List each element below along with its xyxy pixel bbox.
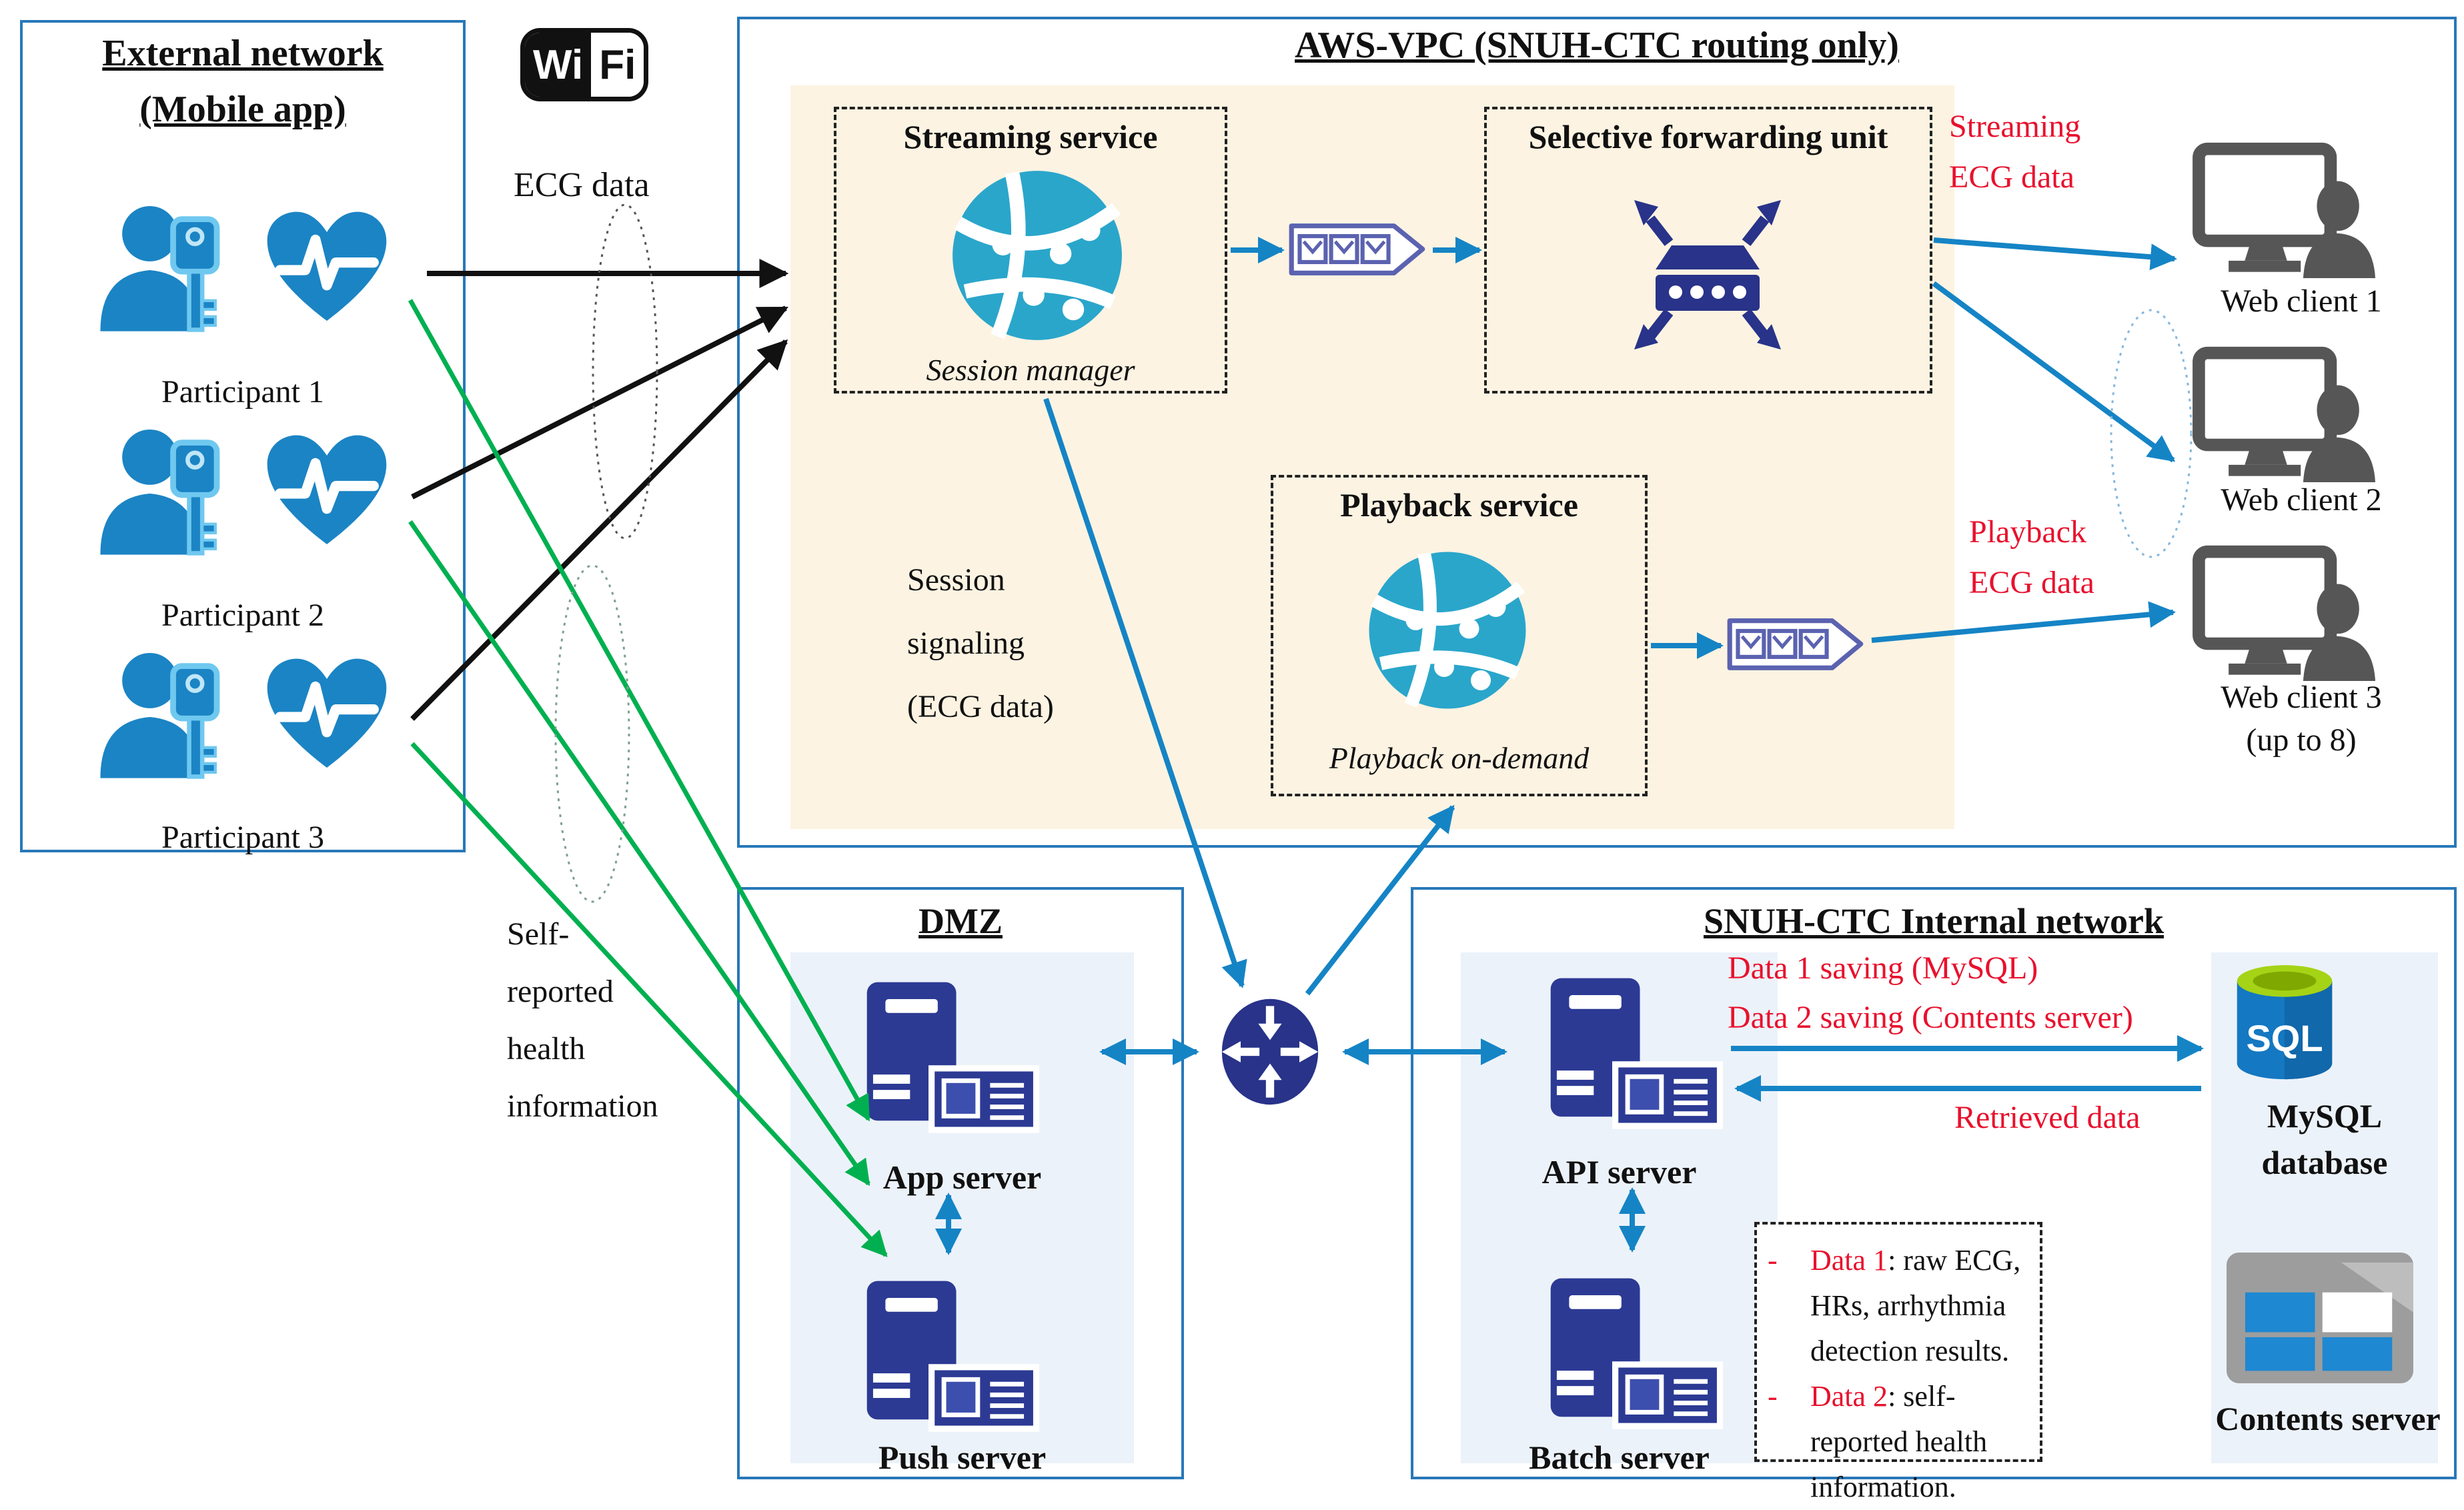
contents-server-label: Contents server: [2215, 1400, 2441, 1437]
person-key-icon: [89, 264, 249, 275]
note-dash: -: [1768, 1380, 1778, 1413]
web-client-1-icon: [2188, 141, 2381, 278]
participant-1-label: Participant 1: [161, 374, 324, 410]
ecg-data-arrows: [410, 259, 789, 721]
wifi-logo-fi: Fi: [591, 33, 644, 97]
streaming-service-title: Streaming service: [903, 118, 1158, 155]
web-client-3-icon: [2188, 544, 2381, 681]
note-item-data1: - Data 1: raw ECG, HRs, arrhythmia detec…: [1768, 1238, 2032, 1374]
note-item-data2: - Data 2: self-reported health informati…: [1768, 1374, 2032, 1510]
mysql-database-icon: SQL: [2221, 958, 2348, 1090]
heart-ecg-icon: [251, 488, 397, 499]
app-server-label: App server: [882, 1159, 1042, 1196]
person-key-icon: [89, 711, 249, 722]
web-client-2-icon: [2188, 345, 2381, 482]
participant-1: [20, 190, 466, 350]
note-box: [1754, 1222, 2042, 1462]
api-server-label: API server: [1542, 1153, 1697, 1191]
note-text: Data 2: self-reported health information…: [1810, 1374, 2032, 1510]
ecg-data-label: ECG data: [514, 166, 650, 204]
sfu-icon: [1621, 187, 1794, 360]
playback-service-box: [1271, 475, 1648, 796]
dmz-title: DMZ: [918, 901, 1003, 941]
heart-ecg-icon: [251, 264, 397, 275]
wifi-logo: Wi Fi: [520, 28, 649, 101]
streaming-ecg-label: Streaming ECG data: [1949, 109, 2081, 195]
push-server-icon: [848, 1267, 1049, 1449]
playback-service-title: Playback service: [1340, 486, 1578, 524]
self-reported-label: Self- reported health information: [507, 916, 658, 1124]
streaming-service-box: [834, 107, 1227, 394]
wifi-logo-wi: Wi: [525, 33, 592, 97]
note-dash: -: [1768, 1244, 1778, 1277]
web-client-3-label: Web client 3: [2221, 680, 2382, 715]
mysql-label-line1: MySQL: [2267, 1097, 2383, 1135]
aws-vpc-title: AWS-VPC (SNUH-CTC routing only): [1295, 25, 1899, 66]
heart-ecg-icon: [251, 711, 397, 722]
api-server-icon: [1532, 964, 1732, 1146]
participant-2-label: Participant 2: [161, 598, 324, 633]
playback-ecg-label: Playback ECG data: [1969, 514, 2094, 600]
internal-network-title: SNUH-CTC Internal network: [1703, 901, 2164, 941]
participant-3-label: Participant 3: [161, 820, 324, 855]
sfu-box: [1484, 107, 1932, 394]
mysql-label-line2: database: [2261, 1144, 2388, 1181]
app-server-icon: [848, 968, 1049, 1150]
globe-network-icon: [1364, 547, 1531, 714]
sfu-title: Selective forwarding unit: [1528, 118, 1888, 155]
playback-on-demand-label: Playback on-demand: [1329, 741, 1590, 775]
session-manager-label: Session manager: [926, 353, 1135, 387]
web-client-2-label: Web client 2: [2221, 482, 2382, 518]
push-server-label: Push server: [878, 1439, 1047, 1476]
web-client-3-sublabel: (up to 8): [2246, 722, 2357, 758]
session-signaling-label: Session signaling (ECG data): [907, 562, 1054, 724]
data-note: - Data 1: raw ECG, HRs, arrhythmia detec…: [1768, 1238, 2032, 1510]
note-data2-label: Data 2: [1810, 1380, 1888, 1413]
external-network-title: External network: [102, 33, 384, 74]
contents-server-icon: [2227, 1253, 2413, 1383]
router-icon: [1211, 990, 1329, 1114]
participant-2: [20, 414, 466, 574]
globe-network-icon: [947, 165, 1127, 345]
batch-server-icon: [1532, 1265, 1732, 1446]
ecg-group-ellipse: [592, 203, 658, 540]
note-data1-text: : raw ECG, HRs, arrhythmia detection res…: [1810, 1244, 2021, 1367]
data1-saving-label: Data 1 saving (MySQL): [1728, 950, 2038, 986]
external-network-box: [20, 20, 466, 852]
person-key-icon: [89, 488, 249, 499]
retrieved-data-label: Retrieved data: [1954, 1100, 2140, 1135]
mysql-sql-text: SQL: [2246, 1017, 2323, 1059]
external-network-subtitle: (Mobile app): [139, 89, 346, 130]
web-client-1-label: Web client 1: [2221, 283, 2382, 319]
self-reported-group-ellipse: [554, 564, 630, 903]
participant-3: [20, 637, 466, 797]
batch-server-label: Batch server: [1529, 1439, 1710, 1476]
note-text: Data 1: raw ECG, HRs, arrhythmia detecti…: [1810, 1238, 2032, 1374]
data2-saving-label: Data 2 saving (Contents server): [1728, 1000, 2133, 1035]
note-data1-label: Data 1: [1810, 1244, 1888, 1277]
message-queue-icon: [1286, 213, 1429, 285]
message-queue-icon: [1724, 608, 1868, 680]
